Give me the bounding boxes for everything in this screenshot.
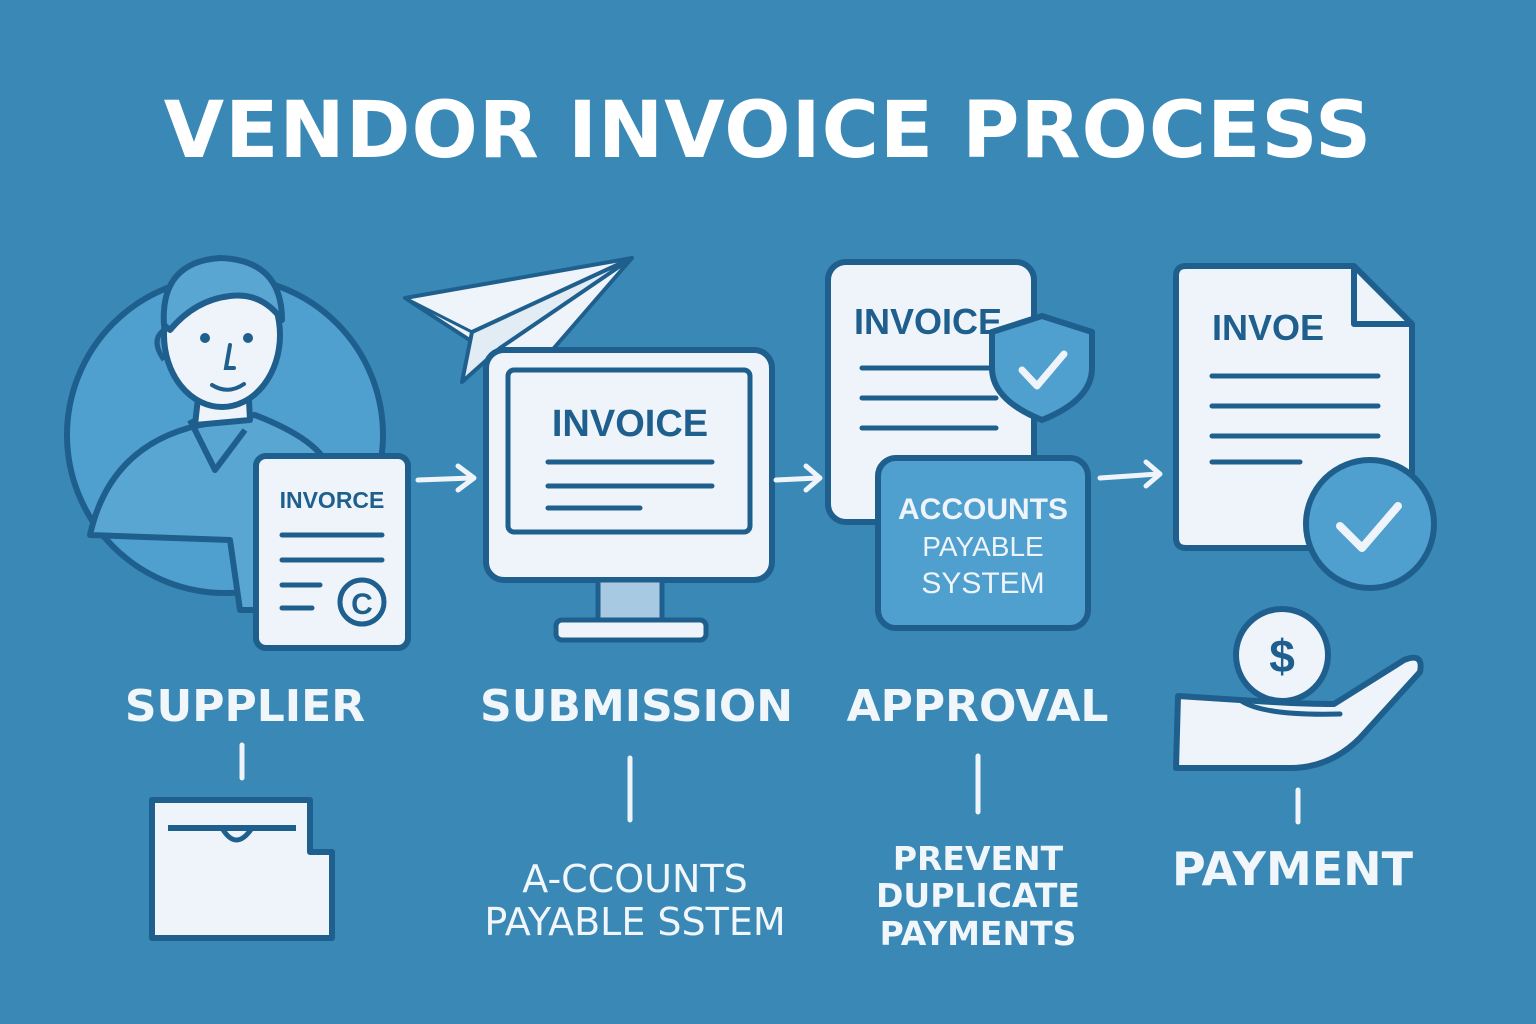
coin-symbol: $ <box>1269 630 1295 682</box>
folder-icon <box>149 797 335 941</box>
flow-arrow-3 <box>1097 459 1163 489</box>
step-label-payment: PAYMENT <box>1171 842 1414 896</box>
supplier-illustration: INVORCE C <box>64 255 411 941</box>
flow-arrow-2 <box>773 463 823 493</box>
submission-detail-line-2: PAYABLE SSTEM <box>484 899 786 944</box>
person-icon <box>87 255 333 613</box>
system-box-line-3: SYSTEM <box>921 567 1044 600</box>
payment-illustration: INVOE $ <box>1173 263 1437 825</box>
monitor-icon: INVOICE <box>483 347 775 643</box>
step-label-submission: SUBMISSION <box>480 681 794 732</box>
system-box-line-1: ACCOUNTS <box>898 493 1068 526</box>
approval-detail-line-2: DUPLICATE <box>876 876 1080 916</box>
approval-detail-line-3: PAYMENTS <box>879 913 1077 953</box>
submission-detail: A-CCOUNTS PAYABLE SSTEM <box>470 858 800 944</box>
approval-document-title: INVOICE <box>854 301 1002 342</box>
submission-detail-line-1: A-CCOUNTS <box>522 857 748 901</box>
shield-check-icon <box>989 313 1095 423</box>
monitor-screen-title: INVOICE <box>552 403 708 445</box>
submission-illustration: INVOICE <box>403 256 775 823</box>
approval-detail-line-1: PREVENT <box>892 839 1064 878</box>
step-label-supplier: SUPPLIER <box>124 681 366 732</box>
checkmark-circle-icon <box>1303 457 1437 591</box>
diagram-title: VENDOR INVOICE PROCESS <box>163 86 1373 176</box>
seal-symbol: C <box>351 588 373 621</box>
accounts-payable-system-box: ACCOUNTS PAYABLE SYSTEM <box>875 455 1091 631</box>
hand-coin-icon: $ <box>1173 606 1424 771</box>
approval-illustration: INVOICE ACCOUNTS PAYABLE SYSTEM <box>825 259 1095 815</box>
approval-detail: PREVENT DUPLICATE PAYMENTS <box>858 840 1098 952</box>
step-label-approval: APPROVAL <box>846 681 1109 732</box>
invoice-document-icon: INVORCE C <box>253 453 411 651</box>
copyright-seal-icon: C <box>337 577 387 627</box>
supplier-document-title: INVORCE <box>280 487 385 513</box>
paper-plane-icon <box>403 256 634 384</box>
flow-arrow-1 <box>415 463 477 493</box>
payment-document-title: INVOE <box>1212 307 1324 348</box>
system-box-line-2: PAYABLE <box>922 531 1043 562</box>
